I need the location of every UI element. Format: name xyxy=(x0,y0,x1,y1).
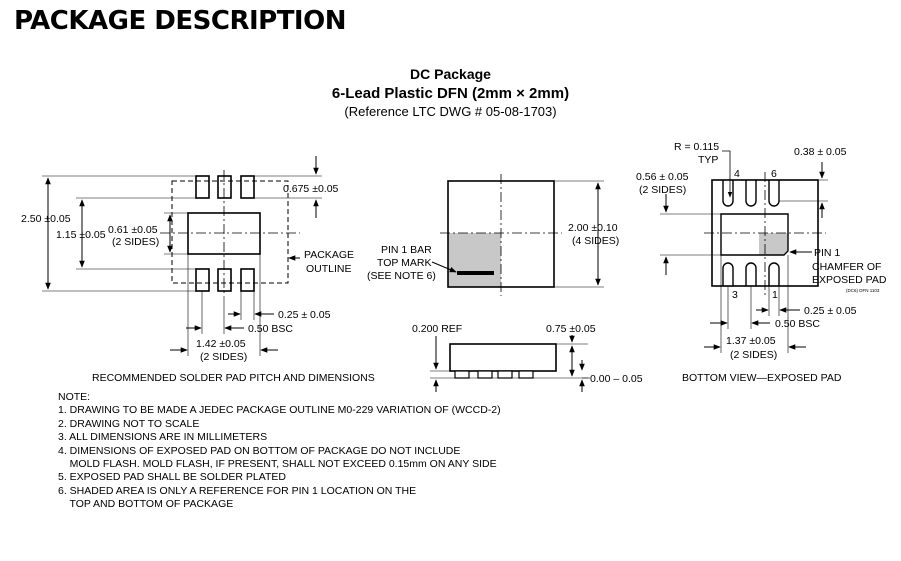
tv-dim-body-sides: (4 SIDES) xyxy=(572,235,619,247)
notes-title: NOTE: xyxy=(58,391,91,403)
sv-dim-height: 0.75 ±0.05 xyxy=(546,323,596,335)
bv-dim-radius-typ: TYP xyxy=(698,154,718,166)
note-line: 3. ALL DIMENSIONS ARE IN MILLIMETERS xyxy=(58,431,268,444)
sp-dim-pad-length-sides: (2 SIDES) xyxy=(200,351,247,363)
tv-pin1-label-1: PIN 1 BAR xyxy=(381,244,432,256)
solder-pad-view xyxy=(42,156,322,356)
sp-dim-pitch: 0.50 BSC xyxy=(248,323,293,335)
note-line: MOLD FLASH. MOLD FLASH, IF PRESENT, SHAL… xyxy=(58,458,497,471)
sp-caption: RECOMMENDED SOLDER PAD PITCH AND DIMENSI… xyxy=(92,372,375,384)
bv-pin1-chamfer-2: CHAMFER OF xyxy=(812,261,881,273)
bottom-lead-5 xyxy=(745,262,757,286)
bv-dim-lead-width: 0.25 ± 0.05 xyxy=(804,305,857,317)
bv-pin4-label: 4 xyxy=(734,168,740,180)
bv-pin6-label: 6 xyxy=(771,168,777,180)
package-reference: (Reference LTC DWG # 05-08-1703) xyxy=(344,104,557,119)
package-title: DC Package xyxy=(410,66,491,82)
note-line: 5. EXPOSED PAD SHALL BE SOLDER PLATED xyxy=(58,471,286,484)
bv-pin1-chamfer-3: EXPOSED PAD xyxy=(812,274,887,286)
page-heading: PACKAGE DESCRIPTION xyxy=(14,6,346,36)
note-line: 6. SHADED AREA IS ONLY A REFERENCE FOR P… xyxy=(58,484,417,497)
note-line: 1. DRAWING TO BE MADE A JEDEC PACKAGE OU… xyxy=(58,404,501,417)
tv-pin1-label-3: (SEE NOTE 6) xyxy=(367,270,436,282)
pin1-bar xyxy=(457,271,494,275)
bv-pin1-chamfer-1: PIN 1 xyxy=(814,247,840,259)
bv-dim-pitch: 0.50 BSC xyxy=(775,318,820,330)
side-body xyxy=(449,343,557,372)
sv-dim-ref: 0.200 REF xyxy=(412,323,462,335)
bottom-lead-1 xyxy=(722,180,734,207)
bv-dim-pad-width-sides: (2 SIDES) xyxy=(639,184,686,196)
sp-dim-lead-length: 0.675 ±0.05 xyxy=(283,183,339,195)
solder-pad-4 xyxy=(195,268,210,292)
sp-dim-pad-length: 1.42 ±0.05 xyxy=(196,338,246,350)
side-lead-1 xyxy=(454,370,470,379)
side-lead-2 xyxy=(477,370,493,379)
sp-dim-pad-height-sides: (2 SIDES) xyxy=(112,236,159,248)
bottom-lead-2 xyxy=(745,180,757,207)
note-line: 4. DIMENSIONS OF EXPOSED PAD ON BOTTOM O… xyxy=(58,444,461,457)
top-view xyxy=(431,174,604,296)
solder-pad-2 xyxy=(217,175,232,199)
bv-dim-pad-length: 1.37 ±0.05 xyxy=(726,335,776,347)
tv-pin1-label-2: TOP MARK xyxy=(377,257,431,269)
package-outline xyxy=(171,180,289,284)
bv-dim-lead-len: 0.38 ± 0.05 xyxy=(794,146,847,158)
sp-dim-pad-height: 0.61 ±0.05 xyxy=(108,224,158,236)
solder-pad-3 xyxy=(240,175,255,199)
side-lead-3 xyxy=(497,370,513,379)
bottom-lead-6 xyxy=(768,262,780,286)
top-shaded-area xyxy=(448,233,501,287)
exposed-pad-shaded xyxy=(759,233,788,255)
tv-dim-body: 2.00 ±0.10 xyxy=(568,222,618,234)
sp-outline-label-1: PACKAGE xyxy=(304,249,354,261)
sp-dim-pad-width: 1.15 ±0.05 xyxy=(56,229,106,241)
package-subtitle: 6-Lead Plastic DFN (2mm × 2mm) xyxy=(331,85,570,102)
note-line: 2. DRAWING NOT TO SCALE xyxy=(58,417,200,430)
bv-dim-radius: R = 0.115 xyxy=(674,141,719,153)
solder-pad-5 xyxy=(217,268,232,292)
bv-caption: BOTTOM VIEW—EXPOSED PAD xyxy=(682,372,842,384)
sp-dim-overall: 2.50 ±0.05 xyxy=(21,213,71,225)
bottom-view xyxy=(660,150,828,353)
bv-dim-pad-length-sides: (2 SIDES) xyxy=(730,349,777,361)
bottom-lead-3 xyxy=(768,180,780,207)
note-line: TOP AND BOTTOM OF PACKAGE xyxy=(58,498,234,511)
sp-outline-label-2: OUTLINE xyxy=(306,263,352,275)
sp-dim-lead-width: 0.25 ± 0.05 xyxy=(278,309,331,321)
bv-pin1-label: 1 xyxy=(772,289,778,301)
bv-dwg-code: (DC6) DFN 1103 xyxy=(846,288,880,293)
sv-dim-standoff: 0.00 – 0.05 xyxy=(590,373,643,385)
bv-pin3-label: 3 xyxy=(732,289,738,301)
notes-block: NOTE: 1. DRAWING TO BE MADE A JEDEC PACK… xyxy=(58,391,501,512)
solder-pad-1 xyxy=(195,175,210,199)
bottom-lead-4 xyxy=(722,262,734,286)
bv-dim-pad-width: 0.56 ± 0.05 xyxy=(636,171,689,183)
solder-pad-6 xyxy=(240,268,255,292)
side-lead-4 xyxy=(518,370,534,379)
side-view xyxy=(430,335,590,392)
bottom-exposed-pad xyxy=(720,213,789,256)
